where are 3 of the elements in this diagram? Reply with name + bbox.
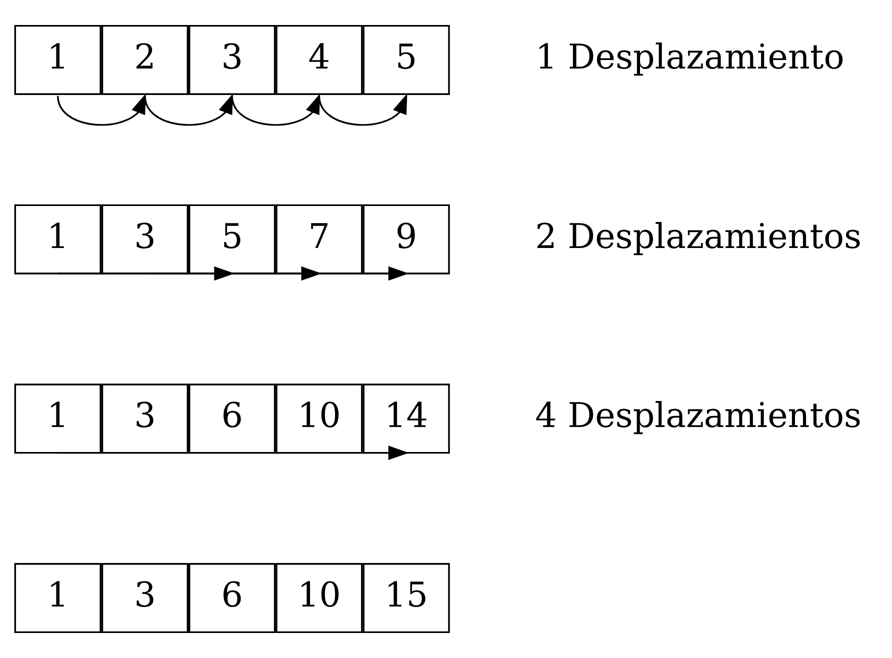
label: 2 Desplazamientos <box>535 216 862 257</box>
label: 1 Desplazamiento <box>535 38 844 78</box>
label: 4 Desplazamientos <box>535 396 862 436</box>
